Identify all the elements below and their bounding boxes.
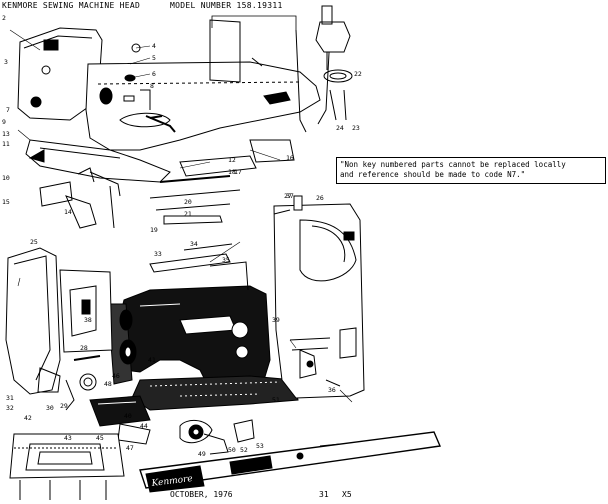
top-cover-assembly — [17, 5, 353, 229]
part-label: 14 — [64, 208, 72, 216]
model-number: MODEL NUMBER 158.19311 — [170, 1, 283, 10]
part-label: 34 — [190, 240, 198, 248]
part-label: 30 — [46, 404, 54, 412]
front-nameplate — [139, 431, 442, 493]
note-line-2: and reference should be made to code N7.… — [340, 170, 526, 179]
part-label: 20 — [184, 198, 192, 206]
part-label: 21 — [184, 210, 192, 218]
part-label: 44 — [140, 422, 148, 430]
part-label: 47 — [126, 444, 134, 452]
part-label: 8 — [150, 82, 154, 90]
part-label: 6 — [152, 70, 156, 78]
part-label: 5 — [152, 54, 156, 62]
part-label: 40 — [124, 412, 132, 420]
bed-parts — [89, 395, 255, 471]
part-label: 7 — [6, 106, 10, 114]
part-label: 49 — [198, 450, 206, 458]
part-label: 3 — [4, 58, 8, 66]
part-label: 31 — [6, 394, 14, 402]
note-line-1: "Non key numbered parts cannot be replac… — [340, 160, 566, 169]
part-label: 19 — [150, 226, 158, 234]
part-label: 11 — [2, 140, 10, 148]
part-label: 26 — [316, 194, 324, 202]
part-label: 16 — [286, 154, 294, 162]
part-label: 4 — [152, 42, 156, 50]
part-label: 25 — [30, 238, 38, 246]
part-number-labels: 2 3 4 5 6 7 8 9 10 11 12 13 14 15 16 17 … — [2, 14, 362, 458]
part-label: 52 — [240, 446, 248, 454]
part-label: 41 — [148, 356, 156, 364]
part-label: 24 — [336, 124, 344, 132]
part-label: 43 — [64, 434, 72, 442]
part-label: 17 — [234, 168, 242, 176]
part-label: 13 — [2, 130, 10, 138]
part-label: 28 — [80, 344, 88, 352]
part-label: 9 — [2, 118, 6, 126]
footer-page-code: X5 — [342, 490, 352, 499]
part-label: 29 — [60, 402, 68, 410]
slide-plate — [9, 433, 125, 500]
diagram-title: KENMORE SEWING MACHINE HEAD — [2, 1, 141, 10]
part-label: 10 — [2, 174, 10, 182]
footer-part-number: 31 — [319, 490, 329, 499]
part-label: 32 — [6, 404, 14, 412]
left-face-cover — [5, 247, 113, 411]
part-label: 33 — [154, 250, 162, 258]
part-label: 46 — [112, 372, 120, 380]
part-label: 18 — [228, 168, 236, 176]
part-label: 35 — [222, 256, 230, 264]
part-label: 22 — [354, 70, 362, 78]
replacement-note: "Non key numbered parts cannot be replac… — [336, 157, 606, 184]
part-label: 51 — [272, 396, 280, 404]
right-side-cover — [273, 195, 365, 399]
footer-date: OCTOBER, 1976 — [170, 490, 233, 499]
part-label: 12 — [228, 156, 236, 164]
part-label: 39 — [272, 316, 280, 324]
part-label: 36 — [328, 386, 336, 394]
leader-lines — [9, 29, 353, 403]
part-label: 23 — [352, 124, 360, 132]
part-label: 27 — [284, 192, 292, 200]
part-label: 42 — [24, 414, 32, 422]
part-label: 53 — [256, 442, 264, 450]
part-label: 48 — [104, 380, 112, 388]
main-casting — [107, 285, 299, 411]
part-label: 37 — [286, 192, 294, 200]
part-label: 45 — [96, 434, 104, 442]
part-label: 50 — [228, 446, 236, 454]
part-label: 15 — [2, 198, 10, 206]
part-label: 38 — [84, 316, 92, 324]
part-label: 2 — [2, 14, 6, 22]
